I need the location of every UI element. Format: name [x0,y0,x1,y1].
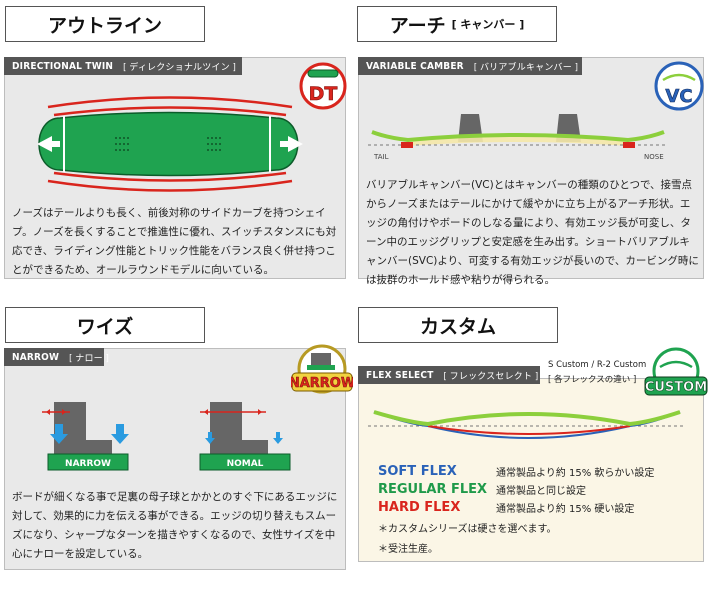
flex-desc-regular: 通常製品と同じ設定 [496,486,586,497]
flex-desc-soft: 通常製品より約 15% 軟らかい設定 [496,468,655,479]
camber-diagram: TAIL NOSE [368,114,668,161]
flex-row-hard: HARD FLEX 通常製品より約 15% 硬い設定 [378,500,634,515]
arch-description: バリアブルキャンバー(VC)とはキャンバーの種類のひとつで、接雪点からノーズまた… [366,179,699,286]
vc-badge-icon: VC [654,61,704,111]
custom-title-text: カスタム [419,315,496,338]
flex-diagram [368,410,686,439]
custom-badge-text: CUSTOM [645,380,707,395]
outline-description: ノーズはテールよりも長く、前後対称のサイドカーブを持つシェイプ。ノーズを長くする… [12,207,337,276]
waist-label-en: NARROW [12,351,60,363]
arch-title-text: アーチ [389,14,446,37]
flex-name-hard: HARD FLEX [378,500,461,515]
custom-label-en: FLEX SELECT [366,369,434,381]
outline-label-bar: DIRECTIONAL TWIN [ ディレクショナルツイン ] [4,57,242,75]
nomal-foot-diagram: NOMAL [199,402,291,471]
arch-title: アーチ [ キャンバー ] [357,6,557,42]
waist-label-bar: NARROW [ ナロー ] [4,348,109,366]
vc-badge-text: VC [665,86,692,107]
tail-label: TAIL [373,153,389,161]
custom-side-note-2: [ 各フレックスの違い ] [548,375,637,385]
narrow-badge-text: NARROW [291,376,353,391]
custom-title: カスタム [358,307,558,343]
nomal-board-label: NOMAL [227,459,264,469]
flex-name-soft: SOFT FLEX [378,464,457,479]
custom-panel [358,378,704,562]
outline-title: アウトライン [5,6,205,42]
waist-title-text: ワイズ [76,315,134,338]
flex-desc-hard: 通常製品より約 15% 硬い設定 [496,504,635,515]
flex-name-regular: REGULAR FLEX [378,482,488,497]
nose-label: NOSE [644,153,664,161]
flex-row-soft: SOFT FLEX 通常製品より約 15% 軟らかい設定 [378,464,654,479]
custom-label-jp: [ フレックスセレクト ] [443,371,539,382]
arch-title-sub: [ キャンバー ] [451,18,525,31]
flex-row-regular: REGULAR FLEX 通常製品と同じ設定 [378,482,586,497]
dt-badge-text: DT [309,83,338,105]
narrow-board-label: NARROW [65,459,111,469]
waist-label-jp: [ ナロー ] [69,353,109,364]
custom-side-note-1: S Custom / R-2 Custom [548,360,647,370]
custom-note-1: ＊カスタムシリーズは硬さを選べます。 [378,524,557,535]
arch-label-bar: VARIABLE CAMBER [ バリアブルキャンバー ] [358,57,582,75]
outline-title-text: アウトライン [47,14,162,37]
outline-label-en: DIRECTIONAL TWIN [12,60,114,72]
arch-panel [358,57,704,279]
arch-label-en: VARIABLE CAMBER [366,60,464,72]
dt-badge-icon: DT [299,62,347,110]
custom-label-bar: FLEX SELECT [ フレックスセレクト ] [358,366,540,384]
outline-board-diagram [37,96,303,192]
narrow-foot-diagram: NARROW [42,402,129,471]
custom-badge-icon: CUSTOM [644,347,708,396]
outline-label-jp: [ ディレクショナルツイン ] [123,62,236,73]
waist-description: ボードが細くなる事で足裏の母子球とかかとのすぐ下にあるエッジに対して、効果的に力… [12,491,338,560]
waist-title: ワイズ [5,307,205,343]
custom-note-2: ＊受注生産。 [378,544,438,555]
arch-label-jp: [ バリアブルキャンバー ] [473,62,579,73]
narrow-badge-icon: NARROW [291,344,353,394]
